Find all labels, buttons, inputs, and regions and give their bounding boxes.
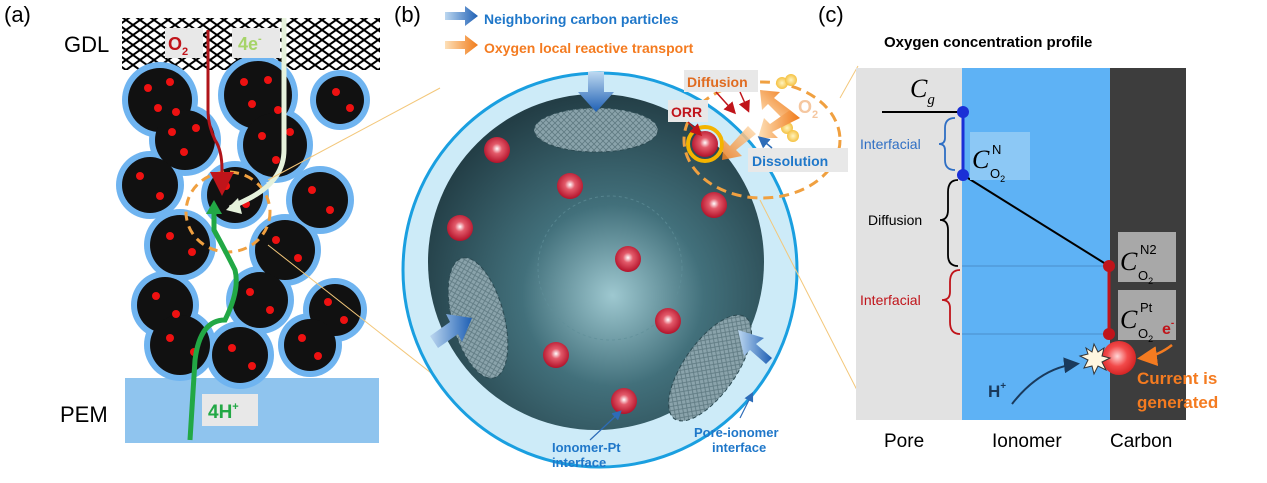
point-cn [957, 169, 969, 181]
catalyst-particles [116, 55, 370, 389]
panel-b: (b) Neighboring carbon particles Oxygen … [394, 2, 848, 470]
diffusion-label-c: Diffusion [868, 212, 922, 228]
cg-label: Cg [910, 74, 935, 108]
transport-arrow-3 [722, 126, 756, 160]
zoom-line-top [267, 87, 441, 181]
diffusion-label-box [684, 70, 758, 92]
cpt-label-box [1118, 290, 1176, 340]
ionomer-region [962, 68, 1110, 420]
proton-arrow [1011, 357, 1080, 405]
electron-path [228, 18, 287, 211]
panel-a: (a) GDL PEM [4, 2, 380, 443]
cpt-label: C [1120, 305, 1138, 334]
legend-neighbor-text: Neighboring carbon particles [484, 11, 679, 27]
profile-title: Oxygen concentration profile [884, 34, 1092, 51]
zoom-line-c-top [839, 65, 859, 99]
legend-orange-arrow-icon [445, 35, 478, 55]
pt-particle-c [1102, 341, 1136, 375]
point-cpt [1103, 328, 1115, 340]
panel-b-label: (b) [394, 2, 421, 27]
dissolution-pointer [757, 136, 773, 149]
transport-arrow-1 [760, 90, 790, 118]
orr-label: ORR [671, 104, 702, 120]
current-label-1: Current is [1137, 369, 1217, 388]
electron-label-box [232, 28, 280, 58]
electron-arrow [1137, 344, 1173, 367]
brace-interfacial-top [938, 117, 956, 171]
orr-pointer [687, 121, 703, 137]
o2-label: O2 [168, 34, 188, 58]
o2-path-arrow [206, 30, 234, 196]
electron-label: 4e- [238, 33, 262, 54]
point-cg [957, 106, 969, 118]
dissolution-label: Dissolution [752, 153, 828, 169]
cn-label-box [970, 132, 1030, 180]
gdl-label: GDL [64, 32, 109, 57]
pore-ionomer-pointer [739, 391, 754, 419]
brace-diffusion [939, 179, 959, 267]
o2-molecule-label: O2 [798, 97, 818, 121]
panel-c: (c) Oxygen concentration profile Cg C N … [818, 2, 1218, 452]
pem-label: PEM [60, 402, 108, 427]
panel-c-label: (c) [818, 2, 844, 27]
proton-path-arrowhead [206, 200, 222, 214]
profile-diffusion-line [962, 174, 1110, 267]
transport-arrow-2 [758, 110, 800, 138]
carbon-particle [428, 94, 764, 430]
ionomer-label: Ionomer [992, 431, 1062, 452]
pt-particles [447, 131, 727, 414]
carbon-inner-outline [537, 195, 683, 341]
legend-oxygen-text: Oxygen local reactive transport [484, 40, 694, 56]
contact-patch-top [533, 107, 659, 153]
proton-label-c: H+ [988, 381, 1006, 401]
panel-a-label: (a) [4, 2, 31, 27]
diffusion-label: Diffusion [687, 74, 748, 90]
cn-sub: O2 [990, 166, 1005, 184]
ionomer-pt-label-2: interface [552, 455, 606, 470]
cn2-sup: N2 [1140, 242, 1157, 257]
electron-path-arrowhead [226, 198, 242, 214]
reaction-zoom-circle [682, 80, 842, 200]
cpt-sub: O2 [1138, 326, 1153, 344]
brace-interfacial-bottom [941, 269, 961, 335]
legend-blue-arrow-icon [445, 6, 478, 26]
electron-label-c: e- [1162, 318, 1174, 338]
interfacial-bottom-label: Interfacial [860, 292, 921, 308]
pore-ionomer-label-1: Pore-ionomer [694, 425, 779, 440]
o2-label-box [165, 28, 203, 58]
dissolution-label-box [748, 148, 848, 172]
ionomer-pt-pointer [589, 410, 622, 441]
proton-path [187, 208, 239, 441]
proton-label: 4H+ [208, 401, 239, 423]
carbon-label: Carbon [1110, 431, 1172, 452]
orr-label-box [668, 100, 708, 122]
pore-ionomer-label-2: interface [712, 440, 766, 455]
diffusion-pointer-1 [715, 91, 737, 115]
cpt-sup: Pt [1140, 300, 1153, 315]
zoom-line-bottom [267, 244, 441, 381]
neighbor-arrow-right [738, 330, 772, 364]
spark-icon [1078, 342, 1112, 376]
interfacial-top-label: Interfacial [860, 136, 921, 152]
o2-molecules [776, 74, 799, 142]
cn2-label: C [1120, 247, 1138, 276]
proton-label-box [202, 394, 258, 426]
orr-highlight-ring [686, 125, 724, 163]
zoom-line-c-bottom [759, 199, 859, 393]
contact-patch-right [668, 314, 752, 422]
cn-sup: N [992, 142, 1001, 157]
pore-label: Pore [884, 431, 924, 452]
point-cn2 [1103, 260, 1115, 272]
cn2-sub: O2 [1138, 268, 1153, 286]
cn-label: C [972, 145, 990, 174]
neighbor-arrow-top [578, 72, 614, 112]
ionomer-pt-label-1: Ionomer-Pt [552, 440, 621, 455]
neighbor-arrow-left [430, 314, 472, 348]
current-label-2: generated [1137, 393, 1218, 412]
cn2-label-box [1118, 232, 1176, 282]
diffusion-pointer-2 [738, 91, 750, 113]
